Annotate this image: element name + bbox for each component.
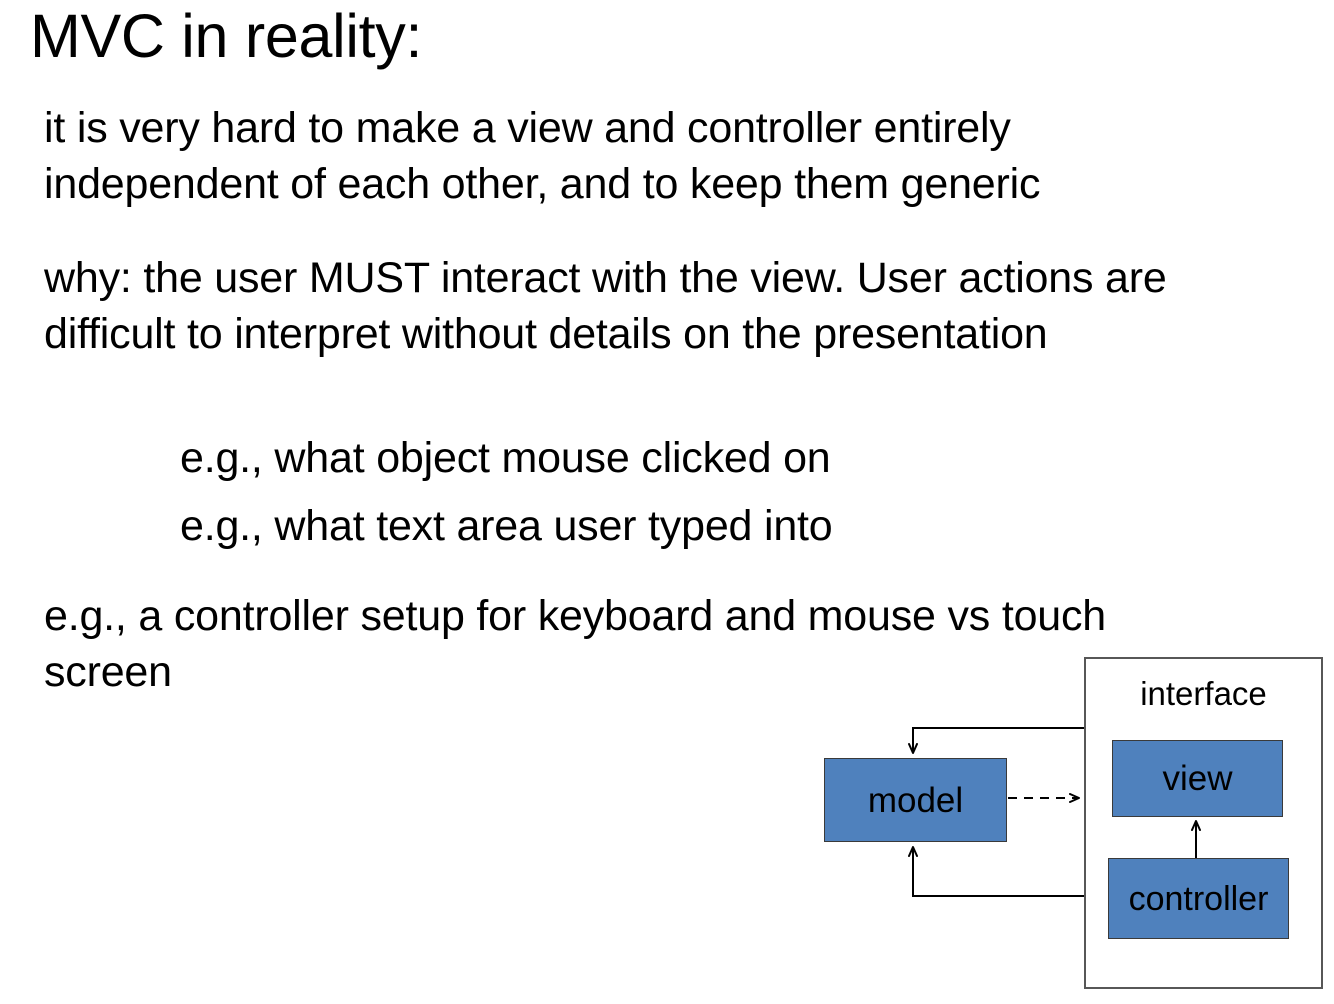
edge-interface-to-model-bottom [908,846,1084,897]
interface-container [1084,657,1323,989]
paragraph-why: why: the user MUST interact with the vie… [44,254,1167,358]
example-item-mouse-click: e.g., what object mouse clicked on [180,434,831,482]
node-controller: controller [1108,858,1289,939]
example-item-text-area: e.g., what text area user typed into [180,502,833,550]
page-title: MVC in reality: [30,2,423,70]
node-view: view [1112,740,1283,817]
paragraph-controller-setup: e.g., a controller setup for keyboard an… [44,592,1107,696]
paragraph-independence: it is very hard to make a view and contr… [44,104,1041,208]
interface-label: interface [1140,675,1267,712]
edge-interface-to-model-top [908,727,1084,754]
node-model: model [824,758,1007,842]
